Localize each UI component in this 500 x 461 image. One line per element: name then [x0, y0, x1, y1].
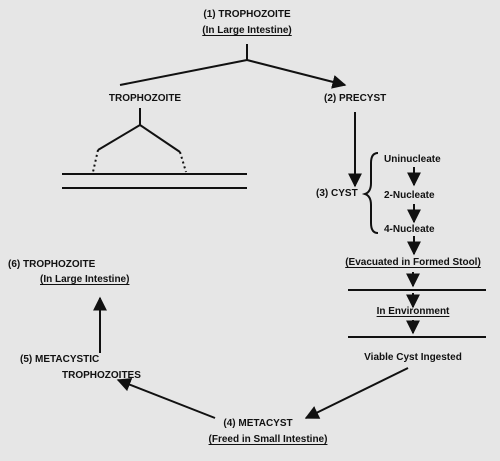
- stage6-title: (6) TROPHOZOITE: [8, 259, 95, 271]
- two-nucleate-label: 2-Nucleate: [384, 190, 435, 201]
- evacuated-label: (Evacuated in Formed Stool): [345, 257, 481, 268]
- left-dot-b: [179, 151, 187, 173]
- stage4-location: (Freed in Small Intestine): [208, 434, 328, 445]
- left-dot-a: [92, 149, 99, 173]
- left-split-b: [139, 124, 181, 153]
- stage5-name-line1: METACYSTIC: [35, 354, 100, 365]
- stage3-number: (3): [316, 188, 329, 199]
- branch-left-line: [119, 59, 248, 86]
- stage6-number: (6): [8, 259, 21, 270]
- stage2-name: PRECYST: [339, 93, 387, 104]
- stage2-number: (2): [324, 93, 337, 104]
- stage5-number: (5): [20, 354, 33, 365]
- uninucleate-label: Uninucleate: [384, 154, 441, 165]
- stage4-number: (4): [223, 418, 236, 429]
- stage1-location: (In Large Intestine): [202, 25, 292, 36]
- stage6-location: (In Large Intestine): [40, 274, 130, 285]
- stage5-title: (5) METACYSTIC: [20, 354, 99, 366]
- stage3-title: (3) CYST: [316, 188, 358, 200]
- environment-label: In Environment: [376, 306, 450, 317]
- stage3-name: CYST: [331, 188, 358, 199]
- stage1-name: TROPHOZOITE: [218, 9, 291, 20]
- cyst-bracket: [361, 152, 379, 234]
- arrow-metacyst-to-s5: [116, 378, 216, 419]
- stage2-title: (2) PRECYST: [324, 93, 386, 105]
- stage1-title: (1) TROPHOZOITE: [203, 9, 290, 21]
- left-split-a: [97, 124, 141, 151]
- stage4-name: METACYST: [238, 418, 293, 429]
- branch-right-arrow: [246, 59, 347, 89]
- arrow-ingested-to-metacyst: [304, 367, 409, 419]
- four-nucleate-label: 4-Nucleate: [384, 224, 435, 235]
- stage4-title: (4) METACYST: [223, 418, 292, 430]
- branch-left-label: TROPHOZOITE: [108, 93, 182, 104]
- stage6-name: TROPHOZOITE: [23, 259, 96, 270]
- ingested-label: Viable Cyst Ingested: [364, 352, 462, 363]
- stage1-number: (1): [203, 9, 216, 20]
- stage5-name-line2: TROPHOZOITES: [62, 370, 141, 381]
